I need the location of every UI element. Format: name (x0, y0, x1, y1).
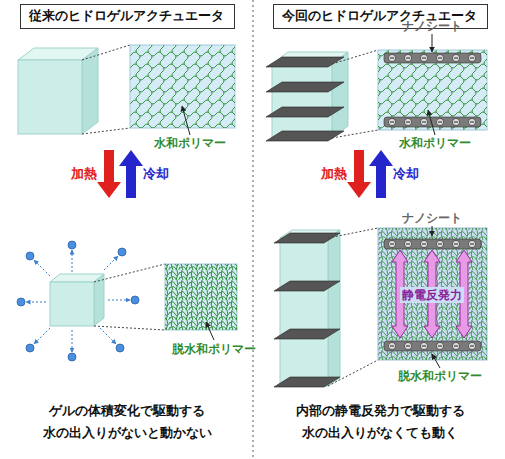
charge (436, 54, 443, 61)
minus (454, 346, 458, 347)
minus (406, 58, 410, 59)
charge (436, 342, 443, 349)
minus (422, 58, 426, 59)
minus (470, 58, 474, 59)
minus (470, 122, 474, 123)
gel-cube (18, 48, 98, 134)
charge (468, 342, 475, 349)
polymer-label: 水和ポリマー (399, 136, 471, 150)
minus (422, 346, 426, 347)
nanosheet (274, 329, 340, 339)
charge (452, 342, 459, 349)
force-label: 静電反発力 (400, 287, 464, 303)
heat-label: 加熱 (71, 166, 97, 182)
cool-label: 冷却 (143, 166, 169, 182)
elongated-gel (280, 230, 340, 386)
cool-label: 冷却 (393, 166, 419, 182)
charge (388, 54, 395, 61)
polymer-label: 水和ポリマー (154, 136, 226, 150)
minus (454, 244, 458, 245)
charge (388, 118, 395, 125)
charge (452, 240, 459, 247)
nanosheet (274, 377, 340, 387)
panel-header: 従来のヒドロゲルアクチュエータ (20, 4, 235, 29)
minus (438, 58, 442, 59)
charge (404, 118, 411, 125)
nanosheet (266, 82, 344, 92)
nanosheet (266, 107, 344, 117)
nanosheet-label: ナノシート (402, 211, 462, 225)
nanosheet-bar (384, 239, 481, 249)
charge (452, 54, 459, 61)
charge (452, 118, 459, 125)
charge (468, 118, 475, 125)
minus (470, 346, 474, 347)
nanosheet (274, 281, 340, 291)
minus (406, 244, 410, 245)
minus (438, 122, 442, 123)
nanosheet-label: ナノシート (402, 19, 462, 33)
nanosheet (266, 131, 344, 141)
polymer-label: 脱水和ポリマー (398, 369, 482, 383)
minus (390, 58, 394, 59)
nanosheet-bar (384, 53, 481, 63)
caption-line: 水の出入りがないと動かない (43, 425, 212, 440)
nanosheet (266, 57, 344, 67)
charge (420, 54, 427, 61)
heat-label: 加熱 (321, 166, 347, 182)
minus (470, 244, 474, 245)
charge (468, 54, 475, 61)
minus (406, 122, 410, 123)
minus (454, 58, 458, 59)
charge (388, 240, 395, 247)
minus (422, 122, 426, 123)
minus (438, 244, 442, 245)
charge (436, 240, 443, 247)
charge (420, 118, 427, 125)
charge (420, 342, 427, 349)
minus (454, 122, 458, 123)
minus (406, 346, 410, 347)
charge (404, 54, 411, 61)
charge (404, 342, 411, 349)
charge (436, 118, 443, 125)
minus (438, 346, 442, 347)
charge (468, 240, 475, 247)
nanosheet (274, 233, 340, 243)
charge (388, 342, 395, 349)
charge (420, 240, 427, 247)
minus (390, 244, 394, 245)
minus (390, 122, 394, 123)
caption-line: 内部の静電反発力で駆動する (296, 403, 465, 418)
charge (404, 240, 411, 247)
water-release (26, 250, 130, 352)
caption-line: 水の出入りがなくても動く (302, 425, 458, 440)
minus (422, 244, 426, 245)
header-text: 従来のヒドロゲルアクチュエータ (29, 8, 226, 25)
nanosheet-bar (384, 341, 481, 351)
polymer-label: 脱水和ポリマー (172, 342, 256, 356)
caption-line: ゲルの体積変化で駆動する (49, 403, 205, 418)
minus (390, 346, 394, 347)
